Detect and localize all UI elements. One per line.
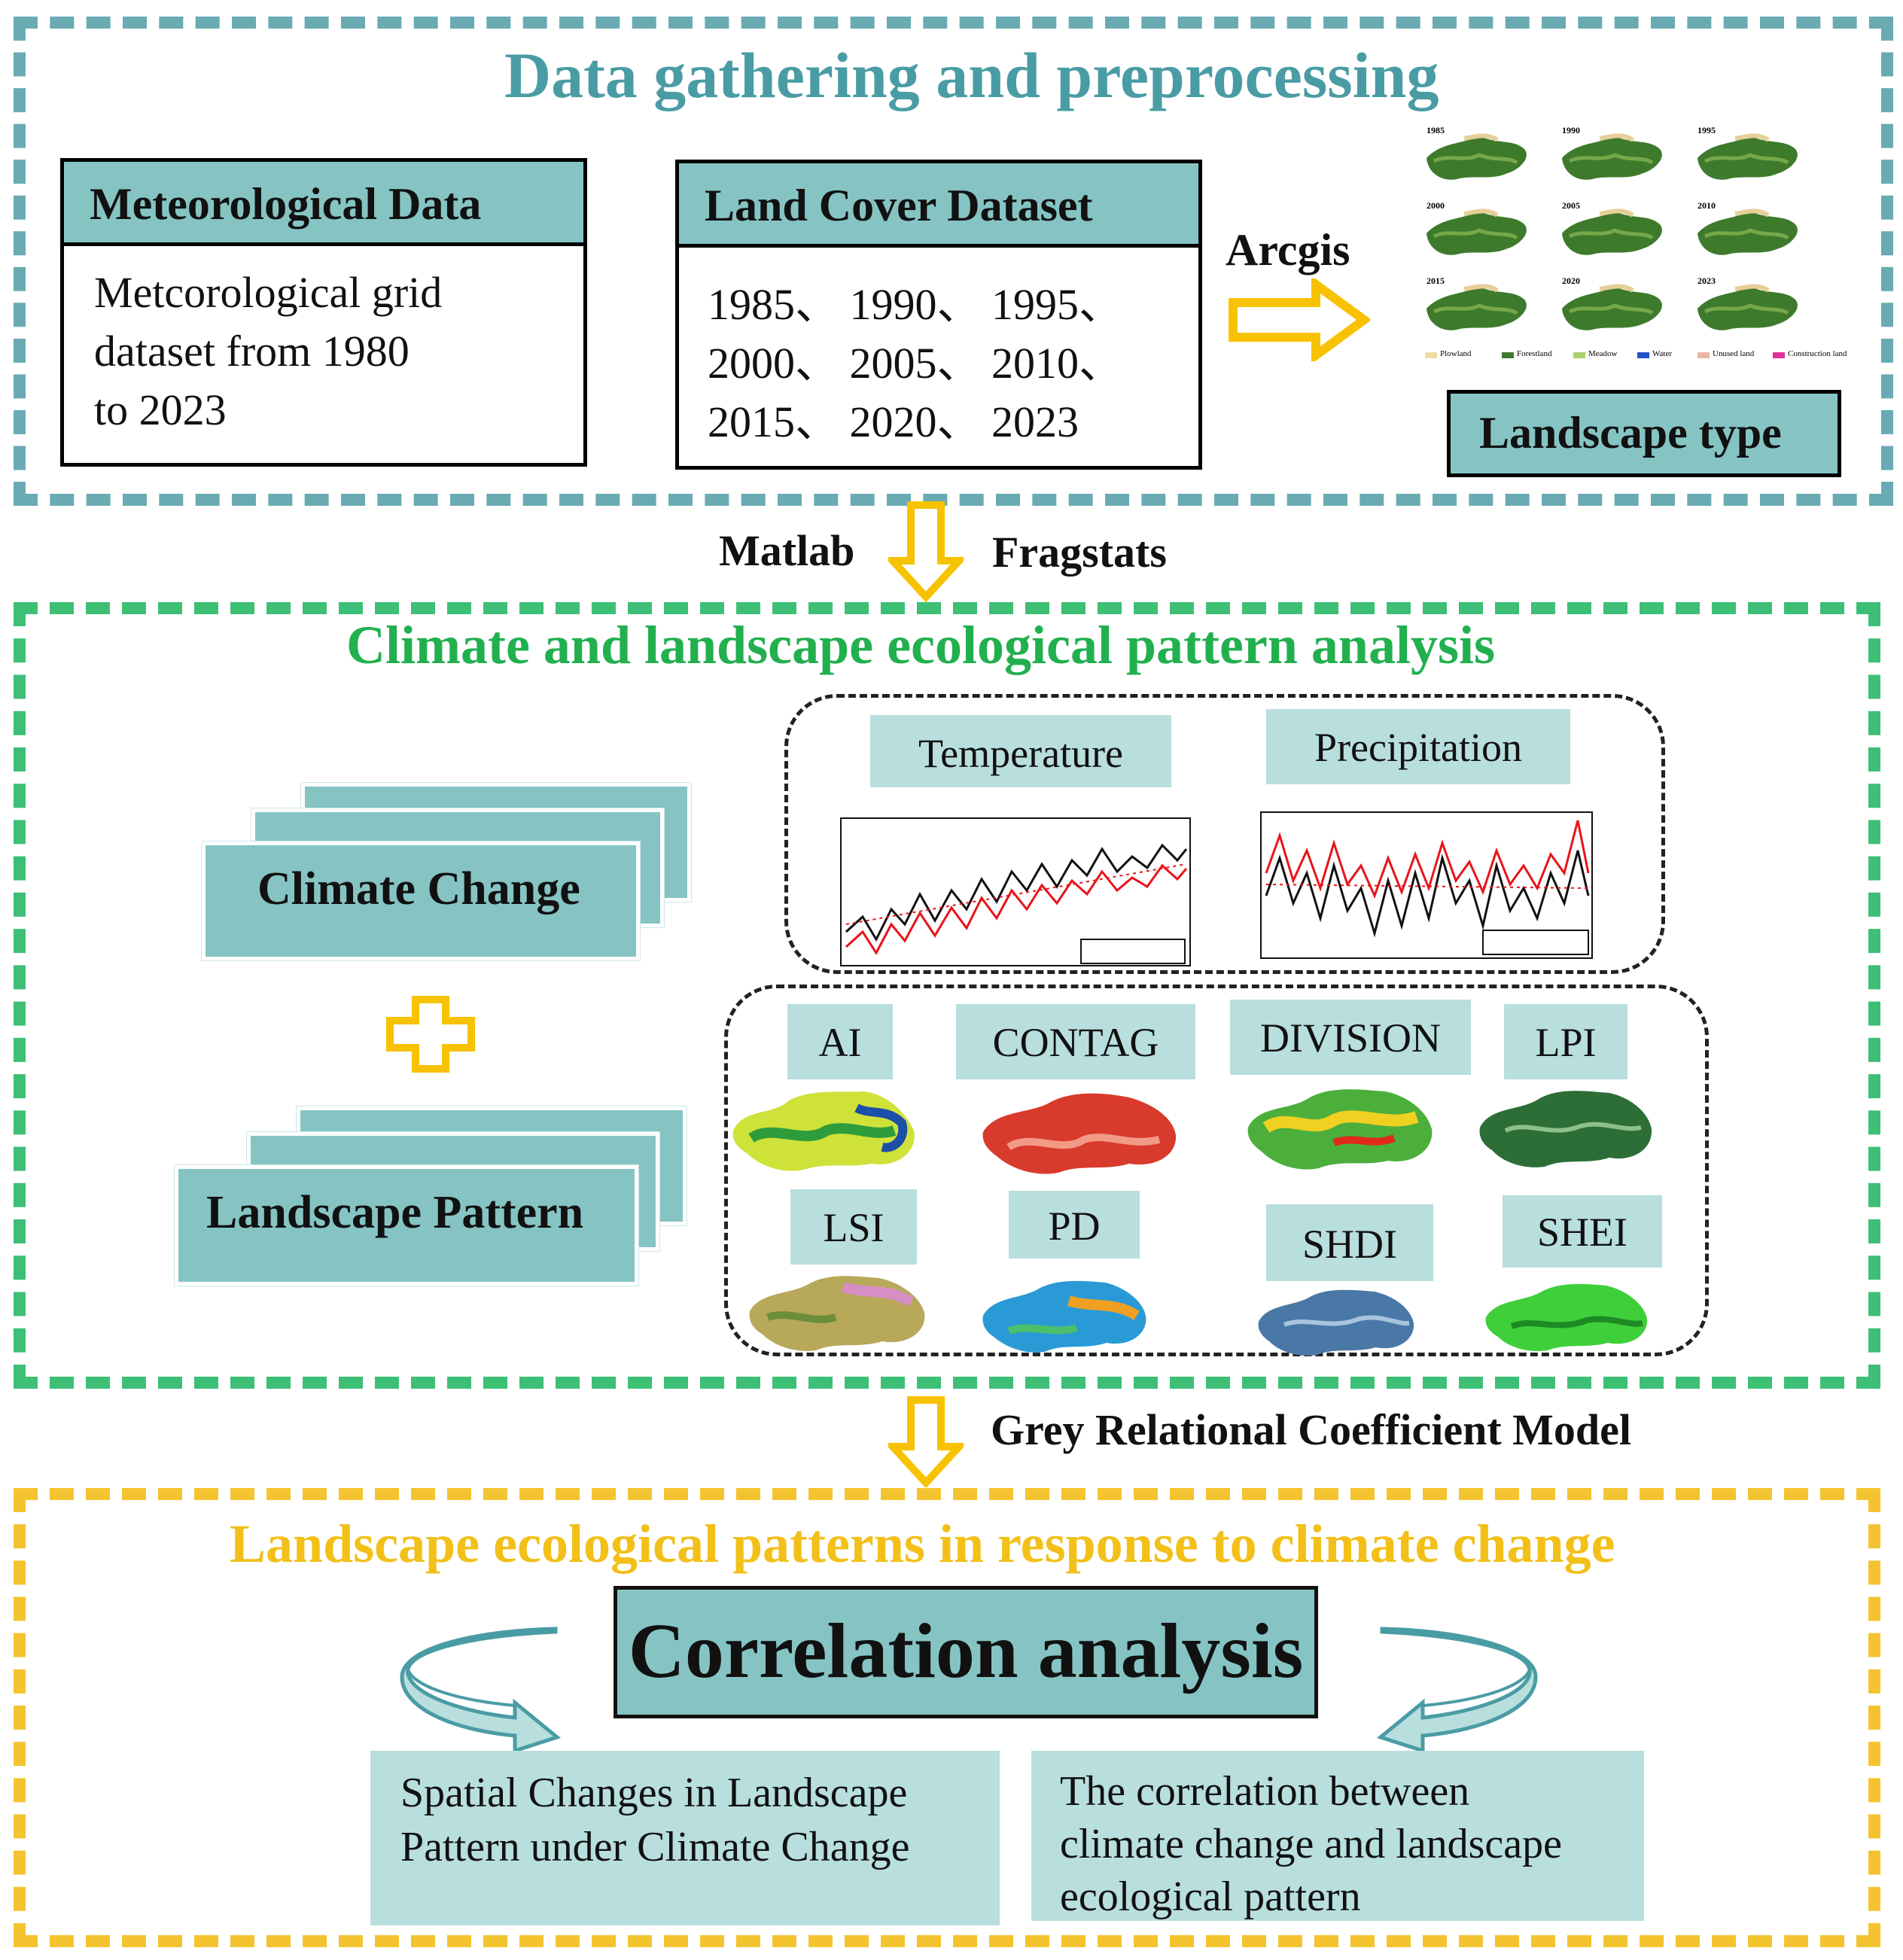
lpi-map	[1479, 1091, 1652, 1167]
shei-map	[1485, 1283, 1648, 1352]
index-contag-label: CONTAG	[956, 1004, 1195, 1079]
temperature-mini-chart	[840, 817, 1191, 966]
land-cover-dataset-header: Land Cover Dataset	[679, 163, 1198, 248]
temperature-series-lines	[845, 843, 1188, 964]
arcgis-label: Arcgis	[1226, 225, 1350, 275]
ai-map	[732, 1091, 915, 1171]
curved-arrow-right-icon	[1376, 1627, 1538, 1752]
correlation-result-line-2: climate change and landscape	[1060, 1821, 1562, 1867]
legend-construction-land: Construction land	[1788, 349, 1847, 358]
contag-map	[982, 1093, 1177, 1174]
section-climate-landscape-frame	[14, 602, 1880, 1389]
fragstats-label: Fragstats	[992, 528, 1167, 577]
section-title-climate-landscape: Climate and landscape ecological pattern…	[346, 615, 1495, 675]
legend-plowland: Plowland	[1440, 349, 1472, 358]
division-map	[1247, 1089, 1433, 1170]
map-year-2023: 2023	[1697, 275, 1716, 286]
section-title-response: Landscape ecological patterns in respons…	[230, 1514, 1615, 1574]
map-year-2020: 2020	[1562, 275, 1580, 286]
shdi-map	[1258, 1289, 1414, 1356]
down-arrow-icon-2	[888, 1396, 964, 1487]
map-year-2005: 2005	[1562, 200, 1580, 211]
spatial-changes-box: Spatial Changes in Landscape Pattern und…	[370, 1751, 1000, 1925]
index-lsi-label: LSI	[790, 1189, 917, 1265]
map-year-1990: 1990	[1562, 125, 1580, 135]
index-pd-label: PD	[1009, 1191, 1140, 1258]
climate-change-label: Climate Change	[257, 863, 580, 915]
matlab-label: Matlab	[719, 526, 855, 575]
correlation-analysis-box: Correlation analysis	[614, 1586, 1318, 1718]
meteo-line-3: to 2023	[94, 385, 227, 434]
landscape-type-label: Landscape type	[1447, 390, 1841, 477]
spatial-changes-line-2: Pattern under Climate Change	[400, 1824, 910, 1870]
landcover-years-line-2: 2000、 2005、 2010、	[708, 339, 1123, 388]
section-data-gathering-frame	[14, 17, 1893, 506]
landscape-pattern-label: Landscape Pattern	[206, 1187, 584, 1238]
spatial-changes-line-1: Spatial Changes in Landscape	[400, 1770, 908, 1816]
grey-relational-model-label: Grey Relational Coefficient Model	[991, 1405, 1631, 1454]
meteorological-data-box: Meteorological Data Metcorological grid …	[60, 158, 587, 467]
meteo-line-1: Metcorological grid	[94, 268, 443, 317]
meteorological-data-header: Meteorological Data	[64, 162, 583, 246]
arcgis-arrow-icon	[1229, 278, 1370, 361]
precipitation-series-lines	[1265, 820, 1590, 955]
legend-meadow: Meadow	[1588, 349, 1618, 358]
legend-water: Water	[1652, 349, 1672, 358]
legend-unused-land: Unused land	[1713, 349, 1755, 358]
correlation-result-box: The correlation between climate change a…	[1031, 1751, 1644, 1921]
section-response-frame	[14, 1488, 1880, 1947]
climate-indicators-panel	[784, 694, 1665, 974]
land-cover-maps	[1419, 128, 1841, 358]
pd-map	[982, 1280, 1146, 1353]
landscape-indices-panel	[724, 985, 1709, 1356]
lsi-map	[749, 1276, 925, 1351]
map-year-1985: 1985	[1426, 125, 1445, 135]
climate-change-card	[202, 842, 640, 960]
precipitation-mini-chart	[1260, 811, 1593, 959]
map-year-2000: 2000	[1426, 200, 1445, 211]
landcover-years-line-1: 1985、 1990、 1995、	[708, 280, 1123, 329]
correlation-result-line-1: The correlation between	[1060, 1768, 1470, 1815]
correlation-result-line-3: ecological pattern	[1060, 1873, 1361, 1920]
landcover-years-line-3: 2015、 2020、 2023	[708, 397, 1079, 446]
index-lpi-label: LPI	[1504, 1004, 1627, 1079]
landscape-type-map-grid: 1985 1990 1995 2000 2005 2010 2015 2020 …	[1419, 125, 1847, 369]
map-year-2015: 2015	[1426, 275, 1445, 286]
temperature-label: Temperature	[870, 715, 1171, 787]
index-ai-label: AI	[787, 1004, 893, 1079]
precipitation-label: Precipitation	[1266, 709, 1570, 784]
down-arrow-icon-1	[888, 501, 964, 602]
curved-arrow-left-icon	[400, 1627, 562, 1752]
section-title-data-gathering: Data gathering and preprocessing	[504, 39, 1439, 111]
map-year-1995: 1995	[1697, 125, 1716, 135]
plus-icon	[386, 996, 475, 1073]
landscape-pattern-card	[175, 1165, 638, 1286]
legend-forestland: Forestland	[1517, 349, 1552, 358]
index-division-label: DIVISION	[1230, 1000, 1471, 1075]
map-year-2010: 2010	[1697, 200, 1716, 211]
index-shdi-label: SHDI	[1266, 1204, 1433, 1281]
index-shei-label: SHEI	[1503, 1195, 1662, 1268]
land-cover-dataset-box: Land Cover Dataset 1985、 1990、 1995、 200…	[675, 160, 1202, 470]
meteo-line-2: dataset from 1980	[94, 327, 410, 376]
